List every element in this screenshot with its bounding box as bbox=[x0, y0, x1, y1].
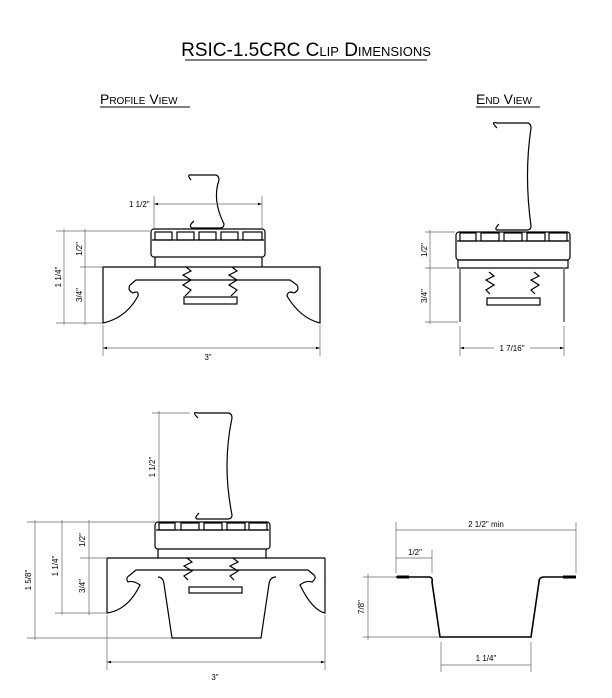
dim-channel-bottom: 1 1/4" bbox=[476, 654, 497, 663]
end-view: 1/2" 3/4" 1 7/16" bbox=[420, 121, 571, 356]
end-spring-left bbox=[484, 271, 496, 295]
dim-installed-base-height: 3/4" bbox=[78, 579, 87, 593]
channel-profile bbox=[396, 576, 576, 638]
dim-channel-depth: 7/8" bbox=[357, 600, 366, 614]
dim-end-cap-height: 1/2" bbox=[420, 243, 429, 257]
dim-profile-top-width: 1 1/2" bbox=[129, 200, 150, 209]
channel-section: 2 1/2" min 1/2" 7/8" 1 1/4" bbox=[357, 520, 577, 672]
installed-clip-cap bbox=[154, 521, 271, 550]
dim-installed-total-height: 1 5/8" bbox=[24, 570, 33, 591]
end-spring-plate bbox=[486, 297, 541, 306]
page-title: RSIC-1.5CRC Clip Dimensions bbox=[181, 40, 431, 61]
installed-view: 1 1/2" 1 5/8" 1 1/4" 1/2" 3/4" 3" bbox=[24, 411, 326, 682]
installed-base bbox=[106, 558, 326, 614]
dim-installed-stud-height: 1 1/2" bbox=[148, 457, 157, 478]
profile-view: 1 1/2" 3" 1 1/4" 1/2" 3/4" bbox=[54, 174, 321, 362]
dim-end-width: 1 7/16" bbox=[499, 344, 524, 353]
end-clip-cap bbox=[455, 231, 571, 261]
installed-channel bbox=[157, 576, 277, 639]
dim-installed-cap-height: 1/2" bbox=[78, 533, 87, 547]
dim-profile-overall-height: 1 1/4" bbox=[54, 267, 63, 288]
dim-profile-base-width: 3" bbox=[204, 353, 211, 362]
dim-profile-cap-height: 1/2" bbox=[75, 242, 84, 256]
end-view-label: End View bbox=[476, 91, 532, 107]
spring-left bbox=[181, 266, 193, 297]
installed-spring-plate bbox=[188, 586, 243, 594]
profile-view-label: Profile View bbox=[100, 91, 178, 107]
clip-base bbox=[102, 266, 321, 324]
dim-end-base-height: 3/4" bbox=[420, 289, 429, 303]
spring-right bbox=[227, 266, 239, 297]
clip-cap bbox=[150, 228, 266, 258]
dim-profile-base-height: 3/4" bbox=[75, 288, 84, 302]
installed-stud bbox=[193, 411, 233, 520]
dim-installed-base-width: 3" bbox=[211, 673, 218, 682]
end-stud bbox=[492, 121, 532, 231]
stud bbox=[188, 174, 225, 229]
dim-channel-width: 2 1/2" min bbox=[468, 520, 504, 529]
dim-installed-overall-height: 1 1/4" bbox=[51, 556, 60, 577]
spring-plate bbox=[183, 296, 238, 305]
dim-channel-flange: 1/2" bbox=[408, 548, 422, 557]
